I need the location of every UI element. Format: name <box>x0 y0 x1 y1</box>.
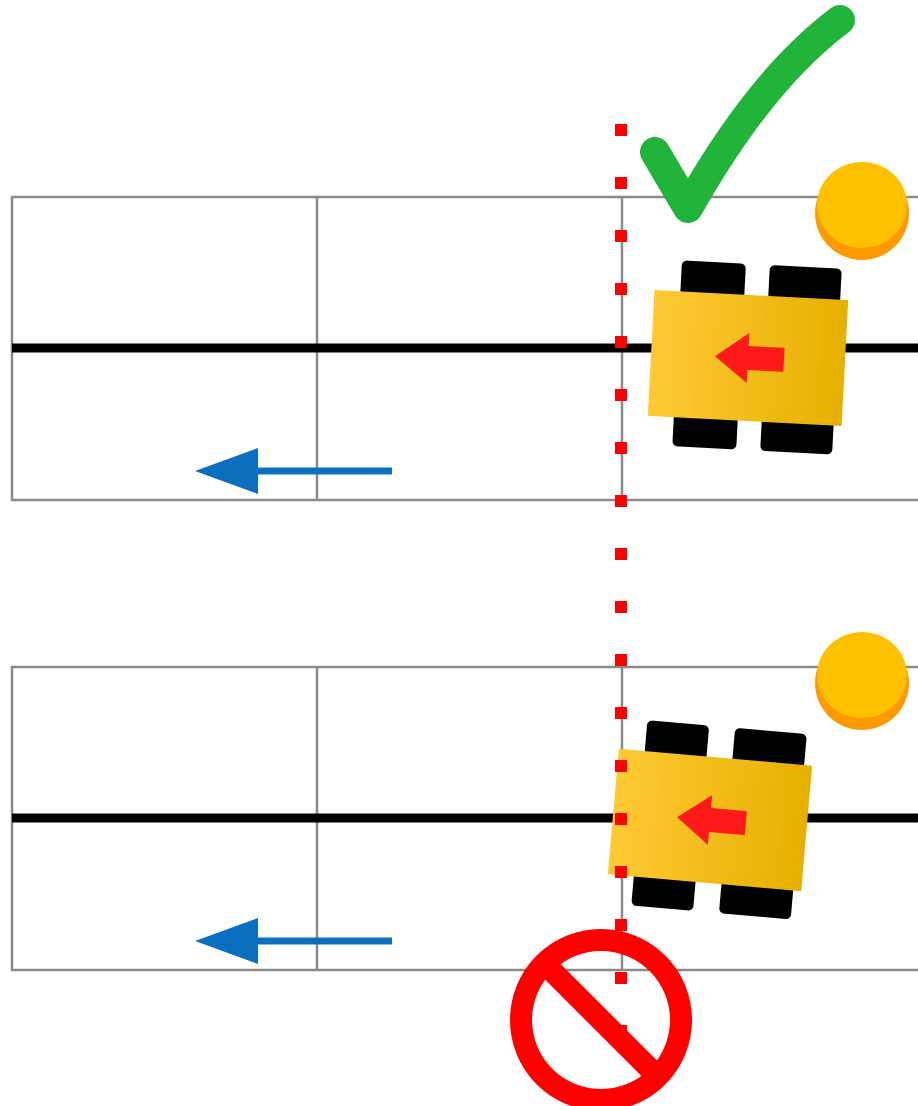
robot-wheel <box>644 720 709 762</box>
arrow-left-icon <box>195 448 392 494</box>
marker-dot-icon <box>815 632 909 730</box>
robot-wheel <box>680 260 746 300</box>
marker-dot-icon <box>815 162 909 260</box>
prohibited-icon <box>510 929 692 1106</box>
robot-wheel <box>760 417 834 455</box>
robot-wheel <box>719 879 794 919</box>
robot-icon <box>607 720 813 919</box>
check-mark-icon <box>640 5 855 223</box>
robot-heading-arrow <box>677 795 747 845</box>
robot-wheel <box>631 872 696 911</box>
robot-wheel <box>732 728 807 770</box>
arrow-left-icon <box>195 918 392 964</box>
panel-incorrect <box>10 632 918 972</box>
panel-correct <box>10 5 918 502</box>
robot-wheel <box>672 412 738 450</box>
robot-wheel <box>768 265 842 305</box>
robot-icon <box>647 260 849 455</box>
robot-heading-arrow <box>715 333 785 383</box>
